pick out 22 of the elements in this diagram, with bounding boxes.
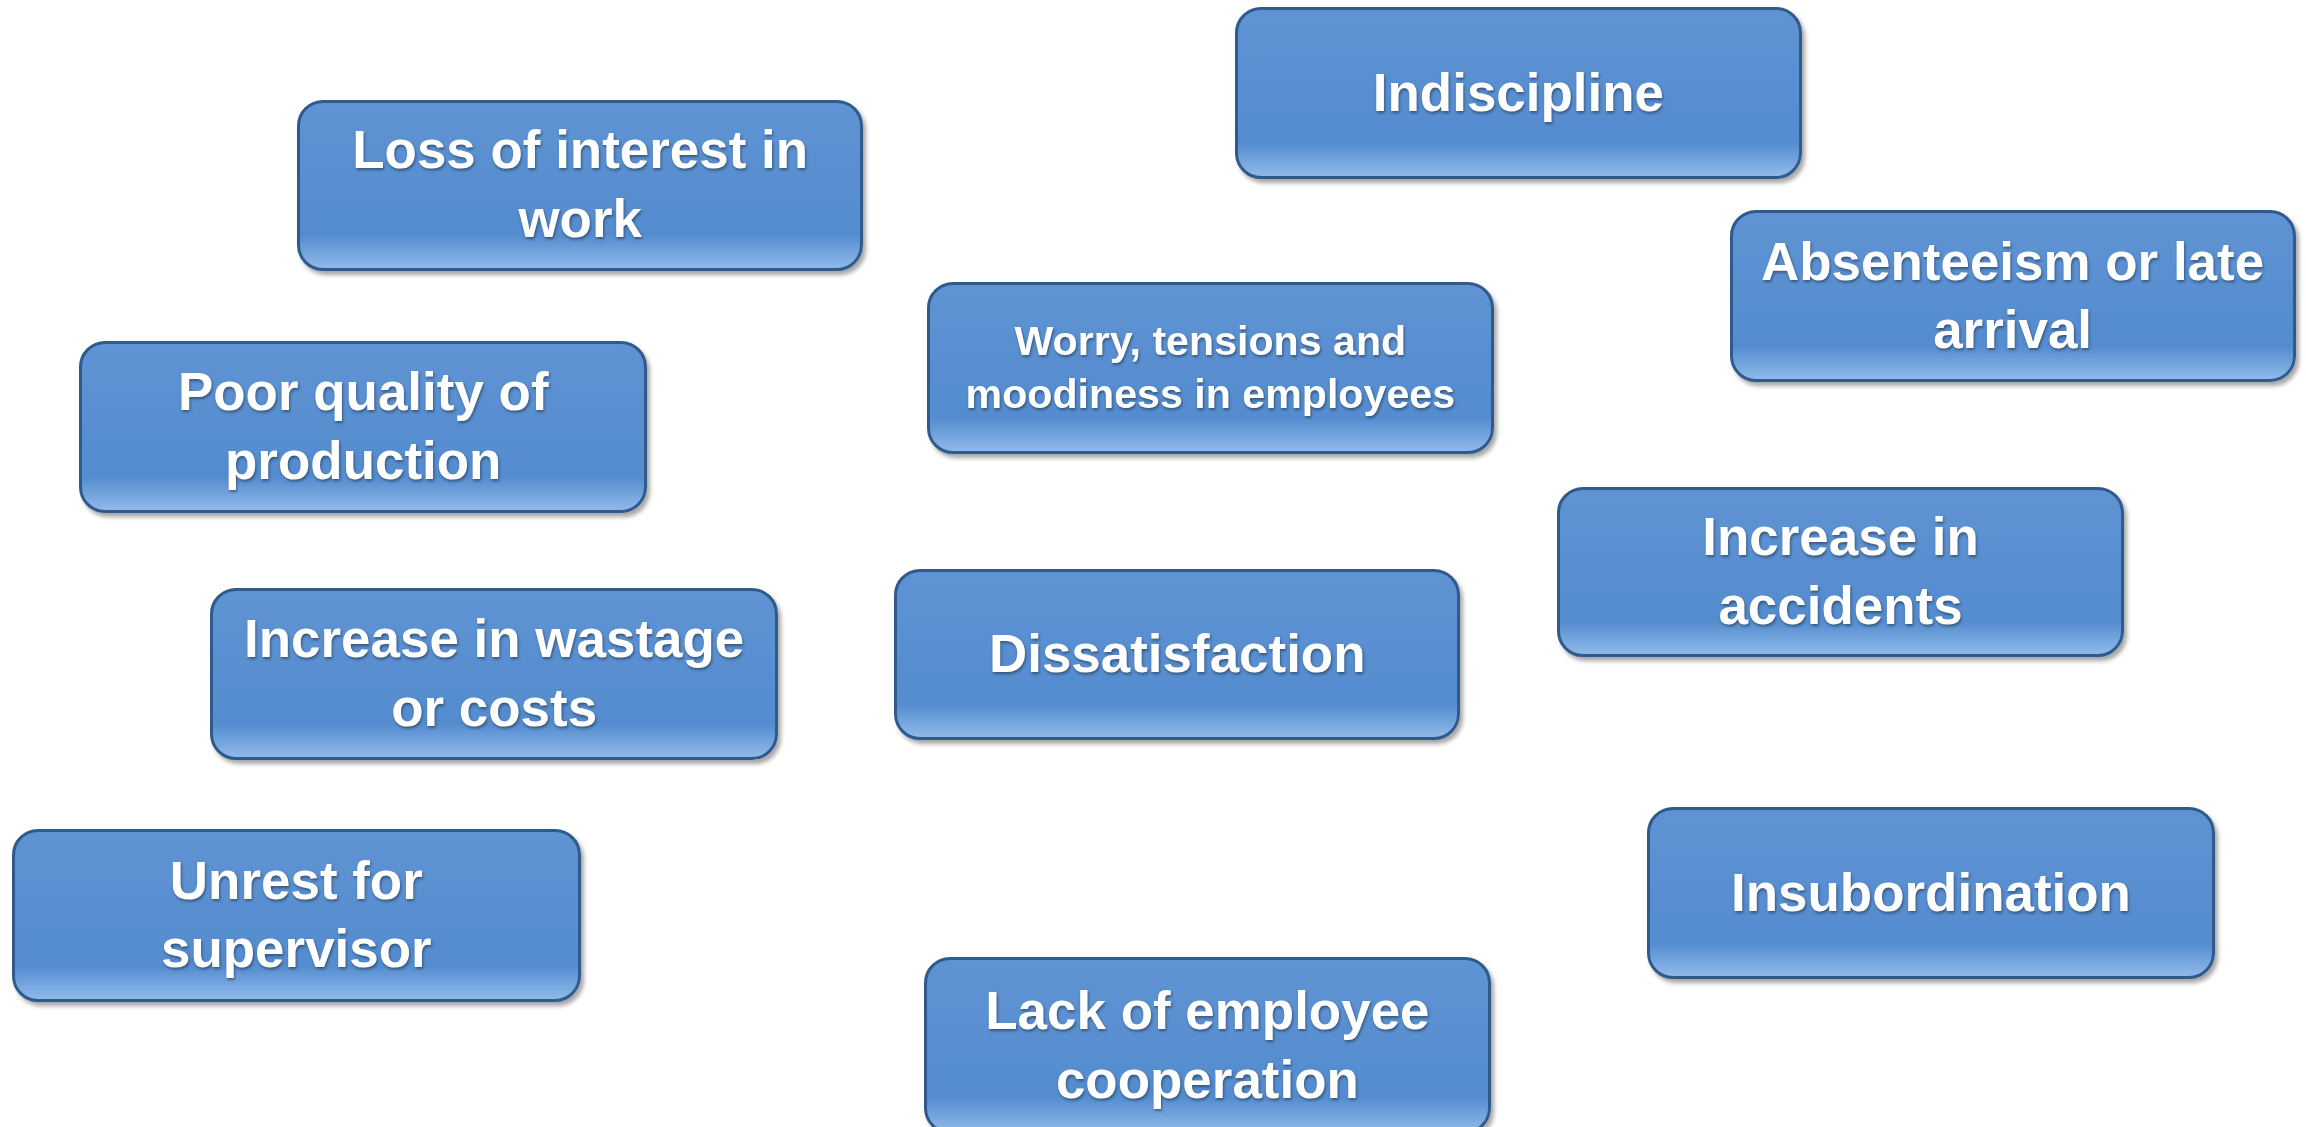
rounded-box [1235, 7, 1802, 180]
rounded-box [210, 588, 778, 761]
rounded-box [79, 341, 648, 514]
rounded-box [926, 282, 1495, 455]
rounded-box [923, 957, 1492, 1127]
box-label: Unrest for supervisor [159, 849, 433, 981]
box-label: Indiscipline [1372, 61, 1665, 124]
box-label: Insubordination [1731, 862, 2131, 924]
box-label: Poor quality of production [176, 361, 550, 493]
rounded-box [1557, 486, 2124, 658]
box-label: Absenteeism or late arrival [1760, 230, 2266, 362]
rounded-box [1647, 807, 2215, 980]
rounded-box [11, 829, 581, 1002]
rounded-box [1729, 210, 2296, 383]
box-label: Worry, tensions and moodiness in employees [964, 316, 1457, 420]
box-label: Dissatisfaction [988, 623, 1366, 686]
rounded-box [894, 569, 1461, 740]
box-label: Loss of interest in work [351, 119, 810, 251]
rounded-box [297, 100, 864, 271]
box-label: Lack of employee cooperation [984, 979, 1431, 1111]
box-label: Increase in accidents [1701, 506, 1980, 638]
box-label: Increase in wastage or costs [243, 608, 746, 740]
